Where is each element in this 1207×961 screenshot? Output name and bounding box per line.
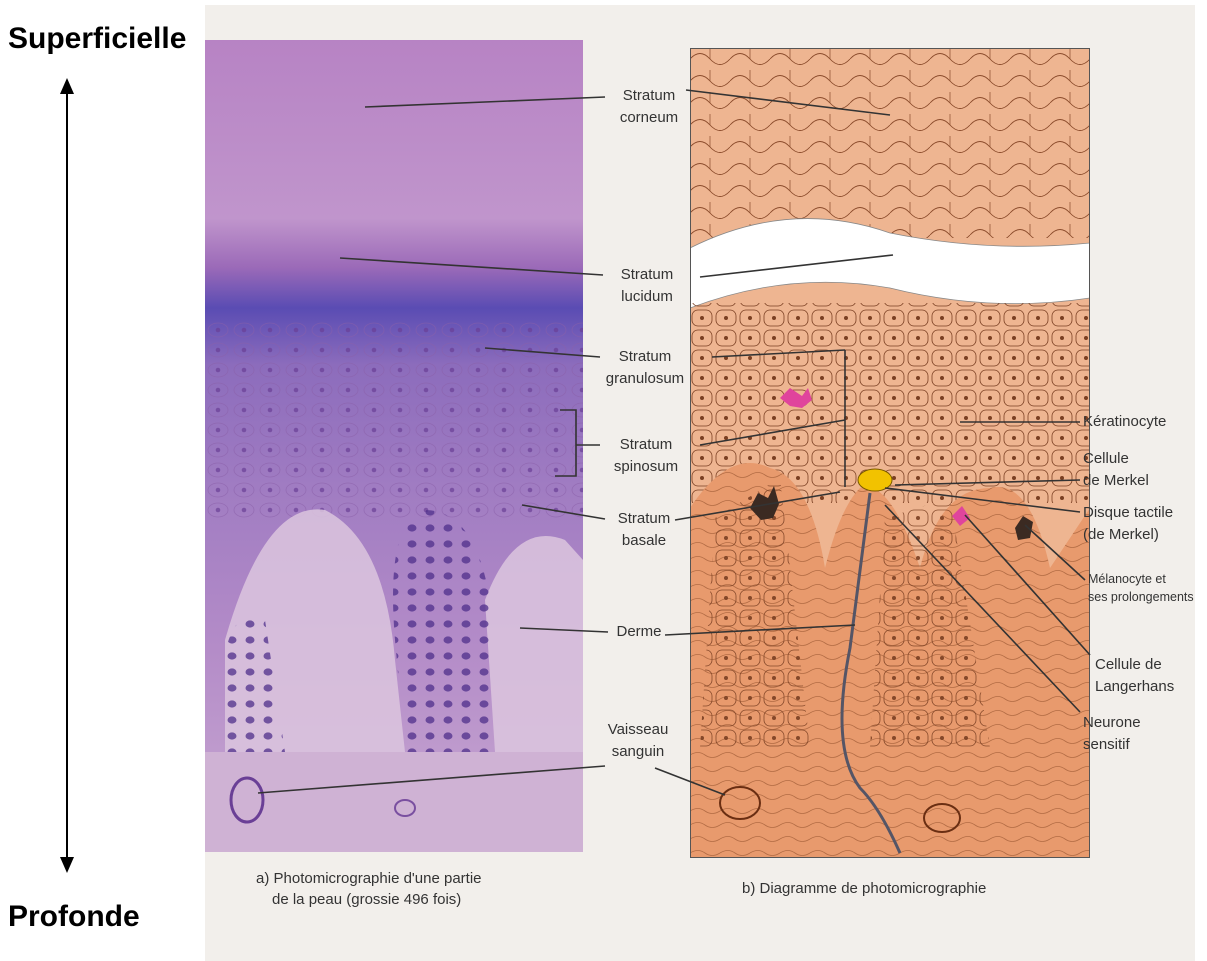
layer-name: Stratum <box>602 264 692 286</box>
label-langerhans: Cellule de Langerhans <box>1095 654 1205 698</box>
layer-name: Stratum <box>596 434 696 456</box>
disc-line1: Disque tactile <box>1083 502 1207 524</box>
layer-name: Vaisseau <box>598 719 678 741</box>
layer-name: Stratum <box>604 85 694 107</box>
melano-line2: ses prolongements <box>1088 588 1207 606</box>
layer-name: Derme <box>604 621 674 643</box>
layer-sub: granulosum <box>590 368 700 390</box>
langerhans-line2: Langerhans <box>1095 676 1205 698</box>
layer-sub: sanguin <box>598 741 678 763</box>
label-merkel-disc: Disque tactile (de Merkel) <box>1083 502 1207 546</box>
label-stratum-granulosum: Stratum granulosum <box>590 346 700 390</box>
caption-a-line2: de la peau (grossie 496 fois) <box>256 889 596 910</box>
label-neuron: Neurone sensitif <box>1083 712 1193 756</box>
label-stratum-basale: Stratum basale <box>604 508 684 552</box>
layer-sub: spinosum <box>596 456 696 478</box>
label-merkel-cell: Cellule de Merkel <box>1083 448 1207 492</box>
merkel-line1: Cellule <box>1083 448 1207 470</box>
label-derme: Derme <box>604 621 674 643</box>
layer-name: Stratum <box>604 508 684 530</box>
melano-line1: Mélanocyte et <box>1088 570 1207 588</box>
caption-b: b) Diagramme de photomicrographie <box>742 878 1082 899</box>
label-vaisseau-sanguin: Vaisseau sanguin <box>598 719 678 763</box>
label-keratinocyte: Kératinocyte <box>1083 411 1207 433</box>
layer-sub: corneum <box>604 107 694 129</box>
disc-line2: (de Merkel) <box>1083 524 1207 546</box>
label-stratum-lucidum: Stratum lucidum <box>602 264 692 308</box>
layer-sub: lucidum <box>602 286 692 308</box>
merkel-line2: de Merkel <box>1083 470 1207 492</box>
label-melanocyte: Mélanocyte et ses prolongements <box>1088 570 1207 606</box>
layer-sub: basale <box>604 530 684 552</box>
layer-name: Stratum <box>590 346 700 368</box>
caption-a: a) Photomicrographie d'une partie de la … <box>256 868 596 910</box>
langerhans-line1: Cellule de <box>1095 654 1205 676</box>
label-stratum-corneum: Stratum corneum <box>604 85 694 129</box>
neuron-line1: Neurone <box>1083 712 1193 734</box>
neuron-line2: sensitif <box>1083 734 1193 756</box>
label-stratum-spinosum: Stratum spinosum <box>596 434 696 478</box>
caption-a-line1: a) Photomicrographie d'une partie <box>256 868 596 889</box>
